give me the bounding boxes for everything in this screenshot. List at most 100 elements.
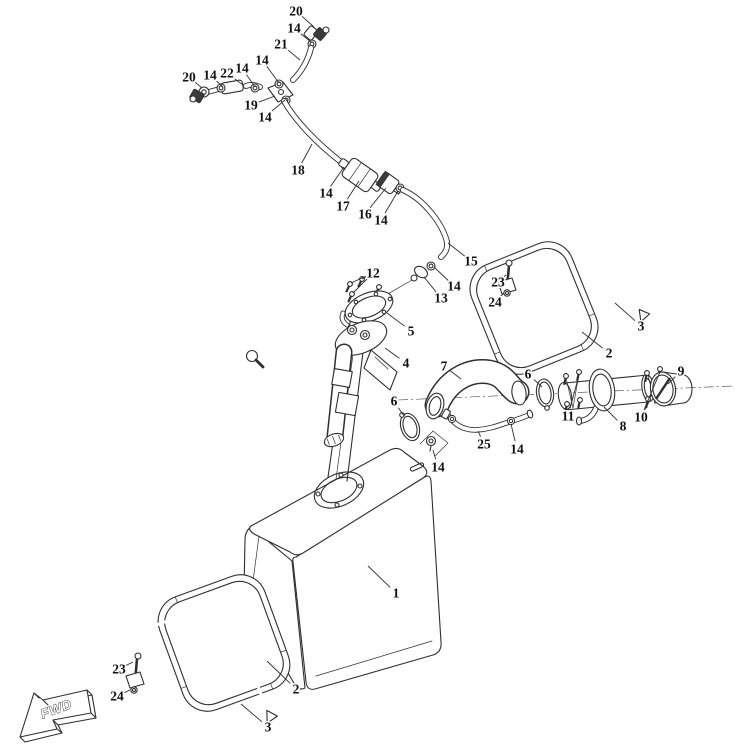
callout-label: 5 bbox=[408, 324, 415, 339]
callout-label: 25 bbox=[477, 437, 491, 452]
part-callout-4: 4 bbox=[384, 347, 411, 372]
callout-leader-line bbox=[533, 379, 543, 388]
fitting-20-left bbox=[189, 86, 210, 104]
callout-leader-line bbox=[215, 80, 223, 87]
part-callout-9: 9 bbox=[667, 362, 686, 385]
tank-vent-fitting bbox=[419, 430, 449, 457]
part-callout-10: 10 bbox=[633, 371, 661, 426]
fitting-13 bbox=[410, 265, 428, 282]
callout-label: 14 bbox=[447, 279, 461, 294]
part-callout-19: 19 bbox=[243, 95, 276, 114]
callout-leader-line bbox=[398, 407, 405, 417]
callout-leader-line bbox=[266, 660, 291, 684]
callout-leader-line bbox=[258, 95, 276, 103]
filler-elbow-hose bbox=[424, 359, 530, 420]
callout-leader-line bbox=[569, 374, 580, 409]
part-callout-7: 7 bbox=[439, 357, 462, 380]
strap-ring-bottom bbox=[157, 574, 291, 712]
callout-label: 6 bbox=[525, 367, 532, 382]
flange-ring-5 bbox=[344, 290, 394, 324]
callout-leader-line bbox=[301, 15, 315, 28]
callout-leader-line bbox=[124, 689, 131, 694]
vent-hose-25 bbox=[441, 408, 534, 433]
callout-leader-line bbox=[643, 371, 661, 410]
callout-leader-line bbox=[433, 266, 449, 281]
filler-assembly bbox=[397, 359, 734, 442]
callout-leader-line bbox=[352, 278, 368, 294]
part-callout-14: 14 bbox=[318, 166, 345, 202]
callout-label: 23 bbox=[491, 275, 505, 290]
callout-leader-line bbox=[266, 66, 280, 84]
callout-leader-line bbox=[270, 99, 286, 113]
callout-label: 2 bbox=[293, 682, 300, 697]
part-callout-14: 14 bbox=[202, 66, 223, 87]
callout-label: 21 bbox=[274, 37, 288, 52]
part-callout-16: 16 bbox=[357, 187, 387, 223]
part-callout-11: 11 bbox=[560, 374, 580, 425]
tank-pump-opening bbox=[313, 471, 365, 509]
callout-leader-line bbox=[299, 32, 312, 43]
callout-leader-line bbox=[350, 275, 366, 284]
strap-bolt-bottom bbox=[125, 652, 145, 694]
callout-leader-line bbox=[477, 430, 482, 437]
part-callout-2: 2 bbox=[581, 331, 614, 362]
part-callout-22: 22 bbox=[219, 64, 244, 86]
part-callout-23: 23 bbox=[111, 660, 134, 678]
part-callout-3: 3 bbox=[614, 302, 646, 335]
callout-label: 12 bbox=[366, 266, 380, 281]
callout-leader-line bbox=[330, 166, 345, 187]
callout-label: 14 bbox=[431, 460, 445, 475]
callout-leader-line bbox=[384, 190, 399, 214]
callout-label: 15 bbox=[464, 254, 478, 269]
part-callout-14: 14 bbox=[430, 449, 447, 476]
callout-leader-line bbox=[500, 293, 504, 297]
callout-label: 11 bbox=[562, 409, 575, 424]
part-callout-8: 8 bbox=[603, 406, 628, 435]
callout-label: 10 bbox=[634, 410, 648, 425]
part-callout-14: 14 bbox=[433, 266, 463, 295]
part-callout-14: 14 bbox=[234, 59, 256, 88]
part-callout-14: 14 bbox=[254, 51, 280, 84]
part-callout-6: 6 bbox=[523, 365, 543, 388]
callout-leader-line bbox=[361, 276, 367, 280]
callout-label: 9 bbox=[678, 364, 685, 379]
callout-leader-line bbox=[346, 180, 360, 200]
part-callout-24: 24 bbox=[487, 293, 504, 311]
tank-strap-bottom bbox=[125, 574, 291, 751]
callout-label: 2 bbox=[606, 346, 613, 361]
callout-leader-line bbox=[510, 423, 516, 442]
fitting-20-top bbox=[303, 25, 330, 41]
callout-leader-line bbox=[503, 274, 507, 278]
callout-leader-line bbox=[450, 370, 462, 380]
part-callout-17: 17 bbox=[335, 180, 360, 215]
part-callout-18: 18 bbox=[290, 143, 313, 179]
part-callout-23: 23 bbox=[490, 273, 507, 291]
part-callout-15: 15 bbox=[447, 242, 480, 270]
callout-label: 14 bbox=[235, 61, 249, 76]
part-callout-21: 21 bbox=[273, 35, 301, 61]
callout-leader-line bbox=[194, 81, 203, 89]
callout-leader-line bbox=[240, 703, 263, 723]
fuel-pump-module bbox=[323, 274, 398, 448]
callout-label: 4 bbox=[403, 356, 410, 371]
callout-leader-line bbox=[614, 302, 636, 322]
callout-leader-line bbox=[432, 449, 437, 460]
callout-leader-line bbox=[369, 187, 387, 209]
callout-label: 23 bbox=[112, 662, 126, 677]
callout-label: 3 bbox=[265, 720, 272, 735]
callout-label: 7 bbox=[441, 359, 448, 374]
strap-ring-top bbox=[469, 241, 599, 375]
callout-label: 14 bbox=[319, 186, 333, 201]
part-callout-14: 14 bbox=[257, 99, 286, 126]
part-callout-1: 1 bbox=[367, 565, 401, 602]
callout-leader-line bbox=[286, 48, 301, 61]
callout-label: 8 bbox=[620, 419, 627, 434]
part-callout-25: 25 bbox=[476, 430, 493, 453]
part-callout-3: 3 bbox=[240, 703, 273, 736]
callout-leader-line bbox=[667, 376, 676, 385]
strap-bolt-top bbox=[497, 259, 517, 297]
tank-slot bbox=[409, 462, 425, 472]
callout-leader-line bbox=[246, 74, 256, 88]
